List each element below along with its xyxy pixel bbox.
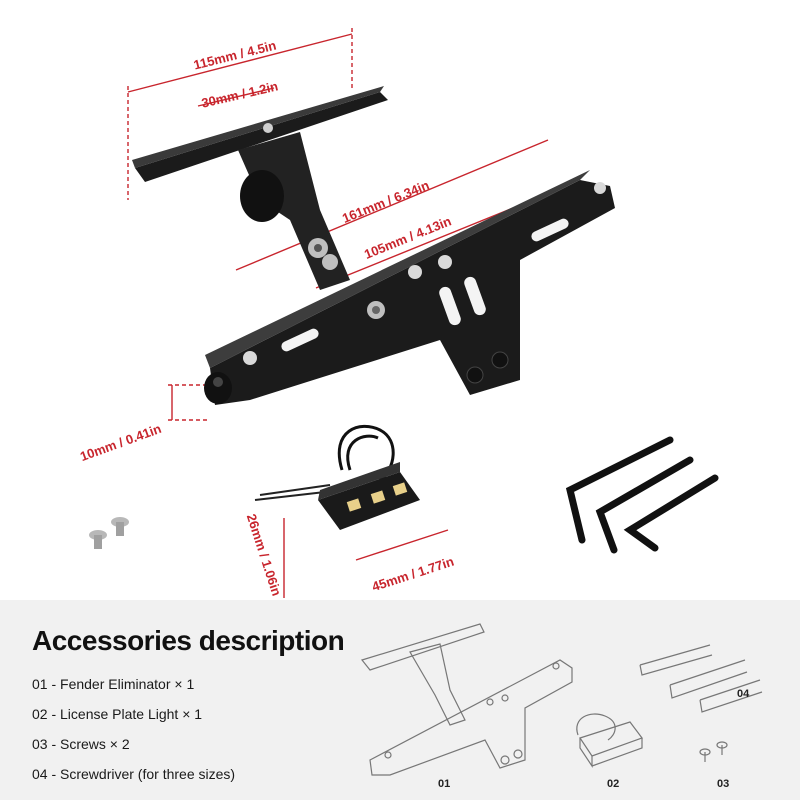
list-item: 03 - Screws × 2 — [32, 736, 130, 752]
accessories-list: 01 - Fender Eliminator × 1 02 - License … — [32, 672, 235, 792]
stem — [238, 132, 350, 290]
dimension-lines — [127, 28, 549, 598]
bracket-illustration — [89, 28, 719, 598]
hex-keys — [565, 436, 719, 554]
accessories-heading: Accessories description — [32, 625, 345, 656]
label-01: 01 — [438, 778, 451, 790]
screws — [89, 517, 129, 549]
accessories-panel — [0, 600, 800, 800]
label-03: 03 — [717, 778, 730, 790]
label-02: 02 — [607, 778, 620, 790]
product-photo: 115mm / 4.5in 30mm / 1.2in 161mm / 6.34i… — [78, 28, 719, 598]
main-plate — [204, 170, 615, 405]
top-plate — [132, 86, 388, 182]
label-04: 04 — [737, 688, 750, 700]
plate-light — [254, 424, 420, 530]
list-item: 01 - Fender Eliminator × 1 — [32, 676, 195, 692]
list-item: 02 - License Plate Light × 1 — [32, 706, 203, 722]
list-item: 04 - Screwdriver (for three sizes) — [32, 766, 236, 782]
accessories-line-drawing — [360, 623, 763, 776]
